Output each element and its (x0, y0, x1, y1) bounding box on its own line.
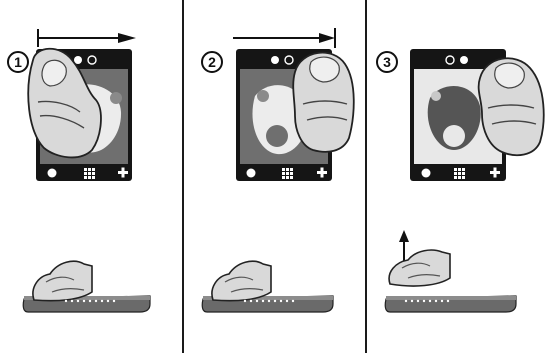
grid-icon (282, 168, 293, 179)
step-2-illustration (183, 0, 365, 353)
step-panel-2: 2 (183, 0, 365, 353)
face-icon (48, 169, 57, 178)
swipe-arrow-icon (38, 29, 136, 47)
finger-icon (202, 261, 333, 312)
face-icon (422, 169, 431, 178)
thumb-icon (293, 53, 354, 152)
indicator-dot (460, 56, 468, 64)
indicator-dot (271, 56, 279, 64)
grid-icon (454, 168, 465, 179)
step-panel-3: 3 (366, 0, 547, 353)
face-icon (247, 169, 256, 178)
thumb-icon (479, 58, 544, 155)
swipe-arrow-icon (233, 28, 335, 48)
grid-icon (84, 168, 95, 179)
lift-arrow-icon (399, 230, 409, 262)
step-panel-1: 1 (0, 0, 182, 353)
step-1-illustration (0, 0, 182, 353)
step-3-illustration (366, 0, 547, 353)
finger-icon (23, 261, 150, 312)
